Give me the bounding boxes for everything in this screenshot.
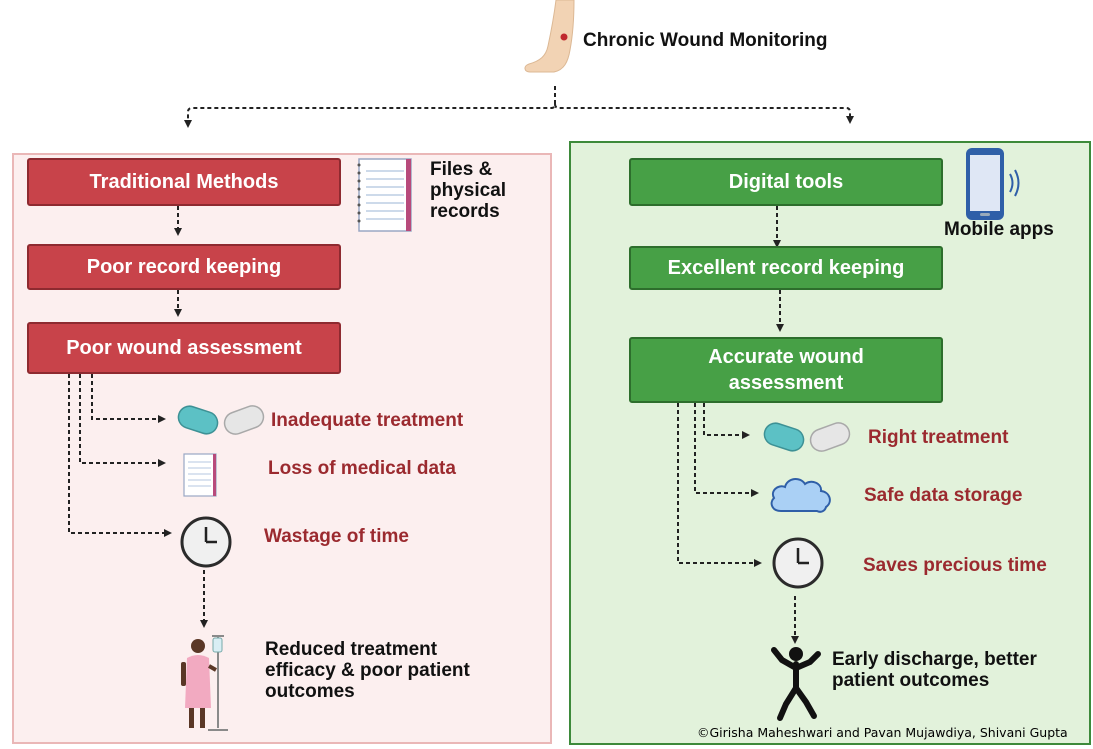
notebook-icon: [357, 158, 412, 232]
excellent-record-keeping-box: Excellent record keeping: [629, 246, 943, 290]
clock-icon-right: [772, 537, 824, 589]
left-final-outcome: Reduced treatment efficacy & poor patien…: [265, 639, 470, 702]
cloud-storage-icon: [770, 478, 831, 513]
outcome-loss-of-medical-data: Loss of medical data: [268, 458, 456, 479]
outcome-wastage-of-time: Wastage of time: [264, 526, 409, 547]
small-notebook-icon: [183, 453, 217, 497]
leg-wound-icon: [524, 0, 575, 73]
poor-wound-assessment-box: Poor wound assessment: [27, 322, 341, 374]
clock-icon: [180, 516, 232, 568]
digital-tools-box: Digital tools: [629, 158, 943, 206]
image-credit: ©Girisha Maheshwari and Pavan Mujawdiya,…: [697, 725, 1068, 740]
outcome-saves-precious-time: Saves precious time: [863, 555, 1047, 576]
files-label: Files & physical records: [430, 159, 507, 222]
diagram-title: Chronic Wound Monitoring: [583, 30, 828, 51]
outcome-right-treatment: Right treatment: [868, 427, 1009, 448]
accurate-wound-assessment-box: Accurate wound assessment: [629, 337, 943, 403]
outcome-inadequate-treatment: Inadequate treatment: [271, 410, 464, 431]
traditional-methods-box: Traditional Methods: [27, 158, 341, 206]
celebrating-person-icon: [771, 647, 821, 721]
mobile-phone-icon: [966, 148, 1020, 220]
pill-capsule-icon-right: [763, 422, 851, 452]
patient-iv-icon: [181, 635, 228, 731]
mobile-apps-label: Mobile apps: [944, 219, 1054, 240]
outcome-safe-data-storage: Safe data storage: [864, 485, 1023, 506]
right-final-outcome: Early discharge, better patient outcomes: [832, 649, 1037, 691]
poor-record-keeping-box: Poor record keeping: [27, 244, 341, 290]
pill-capsule-icon: [177, 405, 265, 435]
